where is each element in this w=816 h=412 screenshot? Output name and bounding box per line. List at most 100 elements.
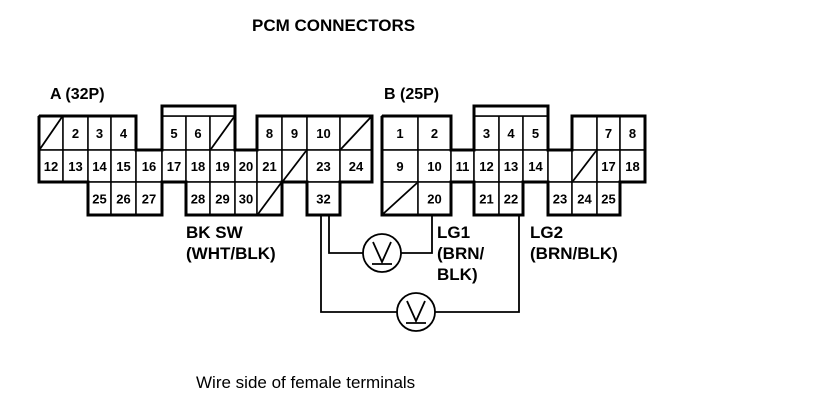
caption: Wire side of female terminals bbox=[196, 373, 415, 392]
pin-cell: 11 bbox=[450, 149, 475, 183]
pin-number: 5 bbox=[532, 126, 539, 141]
pin-number: 21 bbox=[479, 192, 493, 207]
pin-cell: 23 bbox=[547, 181, 573, 216]
pin-cell: 13 bbox=[498, 149, 524, 183]
pin-number: 4 bbox=[507, 126, 515, 141]
pin-number: 4 bbox=[120, 126, 128, 141]
pin-cell: 9 bbox=[281, 115, 308, 151]
pin-cell: 2 bbox=[417, 115, 452, 151]
pin-number: 5 bbox=[170, 126, 177, 141]
pin-cell: 20 bbox=[417, 181, 452, 216]
pin-number: 13 bbox=[504, 159, 518, 174]
pin-cell: 20 bbox=[234, 149, 258, 183]
pin-cell: 9 bbox=[381, 149, 419, 183]
pin-number: 1 bbox=[396, 126, 403, 141]
wire-b22 bbox=[435, 215, 520, 313]
pin-cell: 19 bbox=[209, 149, 236, 183]
pin-cell: 23 bbox=[306, 149, 341, 183]
pin-cell: 10 bbox=[417, 149, 452, 183]
pin-cell: 17 bbox=[161, 149, 187, 183]
pin-cell: 18 bbox=[185, 149, 211, 183]
pin-cell: 25 bbox=[596, 181, 621, 216]
wire-label-bk-sw: BK SW (WHT/BLK) bbox=[186, 223, 276, 263]
wire-label-line: BLK) bbox=[437, 265, 478, 284]
pin-number: 26 bbox=[116, 192, 130, 207]
pin-number: 20 bbox=[427, 192, 441, 207]
pin-cell: 22 bbox=[498, 181, 524, 216]
pin-cell: 3 bbox=[473, 115, 500, 151]
pin-number: 22 bbox=[504, 192, 518, 207]
pin-number: 15 bbox=[116, 159, 130, 174]
pin-cell: 16 bbox=[135, 149, 163, 183]
pin-number: 18 bbox=[625, 159, 639, 174]
connector-a-label: A (32P) bbox=[50, 86, 105, 103]
pin-cell: 10 bbox=[306, 115, 341, 151]
pin-number: 20 bbox=[239, 159, 253, 174]
pin-cell: 32 bbox=[306, 181, 341, 216]
pin-cell: 21 bbox=[473, 181, 500, 216]
pin-cell: 30 bbox=[234, 181, 258, 216]
pin-number: 21 bbox=[262, 159, 276, 174]
pin-number: 6 bbox=[194, 126, 201, 141]
pin-number: 11 bbox=[456, 159, 470, 174]
pin-number: 25 bbox=[601, 192, 615, 207]
pin-cell: 4 bbox=[110, 115, 137, 151]
voltmeter-1-icon bbox=[362, 233, 402, 273]
pin-cell: 14 bbox=[522, 149, 549, 183]
pin-cell: 15 bbox=[110, 149, 137, 183]
wire-label-line: BK SW bbox=[186, 223, 244, 242]
pin-cell: 8 bbox=[256, 115, 283, 151]
pin-cell-unused bbox=[256, 181, 283, 216]
wire-label-lg2: LG2 (BRN/BLK) bbox=[530, 223, 618, 263]
unused-pin-slash bbox=[282, 150, 307, 182]
pin-number: 12 bbox=[479, 159, 493, 174]
unused-pin-slash bbox=[39, 116, 63, 150]
pin-number: 3 bbox=[96, 126, 103, 141]
pin-cell: 2 bbox=[62, 115, 89, 151]
pin-number: 9 bbox=[291, 126, 298, 141]
pin-cell: 28 bbox=[185, 181, 211, 216]
pin-cell: 13 bbox=[62, 149, 89, 183]
pin-number: 24 bbox=[577, 192, 592, 207]
pin-cell: 18 bbox=[619, 149, 646, 183]
wire-b20 bbox=[401, 215, 433, 254]
pin-number: 17 bbox=[167, 159, 181, 174]
unused-pin-slash bbox=[340, 116, 372, 150]
pin-cell bbox=[547, 149, 573, 183]
pin-cell: 5 bbox=[161, 115, 187, 151]
pin-cell: 6 bbox=[185, 115, 211, 151]
pin-cell: 29 bbox=[209, 181, 236, 216]
pin-cell: 24 bbox=[339, 149, 373, 183]
pin-number: 3 bbox=[483, 126, 490, 141]
pin-number: 13 bbox=[68, 159, 82, 174]
wire-a32-outer bbox=[320, 215, 397, 313]
pin-number: 2 bbox=[72, 126, 79, 141]
pin-number: 19 bbox=[215, 159, 229, 174]
voltmeter-2-icon bbox=[396, 292, 436, 332]
wire-label-lg1: LG1 (BRN/ BLK) bbox=[437, 223, 484, 284]
test-wiring bbox=[320, 215, 520, 332]
pin-number: 23 bbox=[553, 192, 567, 207]
pin-cell-unused bbox=[571, 149, 598, 183]
pin-cell-unused bbox=[381, 181, 419, 216]
wire-label-line: (WHT/BLK) bbox=[186, 244, 276, 263]
pin-number: 23 bbox=[316, 159, 330, 174]
pin-number: 28 bbox=[191, 192, 205, 207]
pin-number: 8 bbox=[266, 126, 273, 141]
connector-b-outline bbox=[380, 104, 647, 217]
pin-cell: 4 bbox=[498, 115, 524, 151]
pin-cell: 12 bbox=[38, 149, 64, 183]
wire-label-line: LG1 bbox=[437, 223, 470, 242]
pin-number: 12 bbox=[44, 159, 58, 174]
pin-number: 10 bbox=[427, 159, 441, 174]
pin-number: 16 bbox=[142, 159, 156, 174]
pin-number: 24 bbox=[349, 159, 364, 174]
wire-label-line: LG2 bbox=[530, 223, 563, 242]
pin-cell: 3 bbox=[87, 115, 112, 151]
pin-number: 25 bbox=[92, 192, 106, 207]
pin-cell: 1 bbox=[381, 115, 419, 151]
pin-cell: 7 bbox=[596, 115, 621, 151]
unused-pin-slash bbox=[382, 182, 418, 215]
unused-pin-slash bbox=[210, 116, 235, 150]
